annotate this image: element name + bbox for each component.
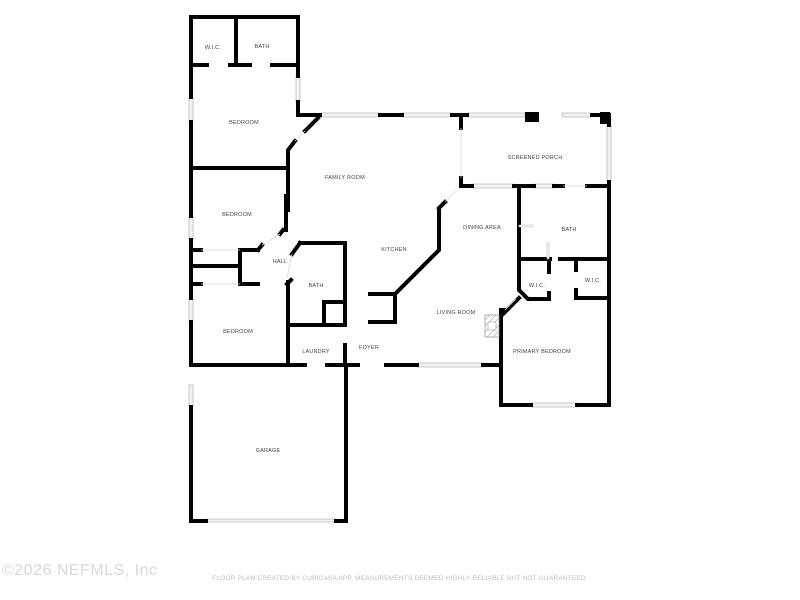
- room-label-bath-east: BATH: [561, 227, 576, 233]
- room-label-wic-east-2: W.I.C.: [585, 278, 601, 284]
- room-label-bath-north: BATH: [254, 44, 269, 50]
- copyright-watermark: ©2026 NEFMLS, Inc: [2, 562, 158, 579]
- room-label-family-room: FAMILY ROOM: [325, 175, 365, 181]
- room-label-hall: HALL: [273, 259, 288, 265]
- room-label-bedroom-2: BEDROOM: [222, 212, 252, 218]
- fireplace-icon: [484, 314, 500, 338]
- room-labels: W.I.C. BATH BEDROOM FAMILY ROOM SCREENED…: [205, 44, 601, 454]
- room-label-laundry: LAUNDRY: [302, 349, 330, 355]
- room-label-bedroom-3: BEDROOM: [223, 329, 253, 335]
- room-label-primary-bedroom: PRIMARY BEDROOM: [513, 349, 571, 355]
- room-label-garage: GARAGE: [256, 448, 281, 454]
- doors: [201, 128, 587, 311]
- room-label-living-room: LIVING ROOM: [437, 310, 476, 316]
- room-label-foyer: FOYER: [359, 345, 379, 351]
- room-label-dining-area: DINING AREA: [463, 225, 501, 231]
- room-label-bath-hall: BATH: [308, 283, 323, 289]
- walls: [189, 15, 611, 523]
- room-label-wic-north: W.I.C.: [205, 45, 221, 51]
- room-label-screened-porch: SCREENED PORCH: [508, 155, 563, 161]
- room-label-bedroom-1: BEDROOM: [229, 120, 259, 126]
- disclaimer-text: FLOOR PLAN CREATED BY CUBICASA APP. MEAS…: [212, 575, 588, 582]
- room-label-kitchen: KITCHEN: [381, 247, 407, 253]
- room-label-wic-east-1: W.I.C.: [529, 283, 545, 289]
